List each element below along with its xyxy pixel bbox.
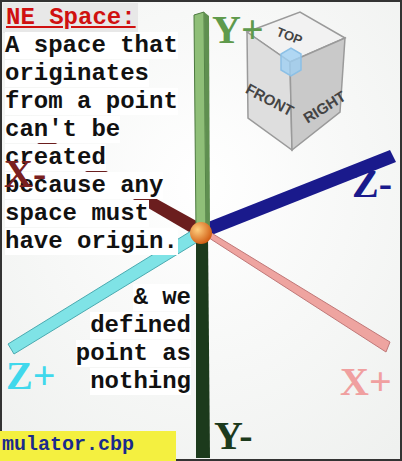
cube-face-label: RIGHT xyxy=(300,87,349,127)
axis-label: X- xyxy=(4,150,46,198)
axis-label: X+ xyxy=(340,358,392,406)
note-text: & we defined point as nothing xyxy=(66,284,191,396)
cube-face-label: FRONT xyxy=(243,80,297,120)
note-text: A space that originates from a point can… xyxy=(5,32,191,256)
cube-face-label: TOP xyxy=(274,24,305,49)
axis-label: Y- xyxy=(214,412,253,460)
axis-label: Z- xyxy=(352,160,392,208)
axis-label: Z+ xyxy=(6,352,55,400)
note-text: A space that originates from a point can… xyxy=(5,32,178,255)
note-text: & we defined point as nothing xyxy=(76,284,191,395)
axis-label: Y+ xyxy=(212,6,264,54)
file-name: mulator.cbp xyxy=(2,433,134,457)
title: NE Space: xyxy=(6,4,136,32)
